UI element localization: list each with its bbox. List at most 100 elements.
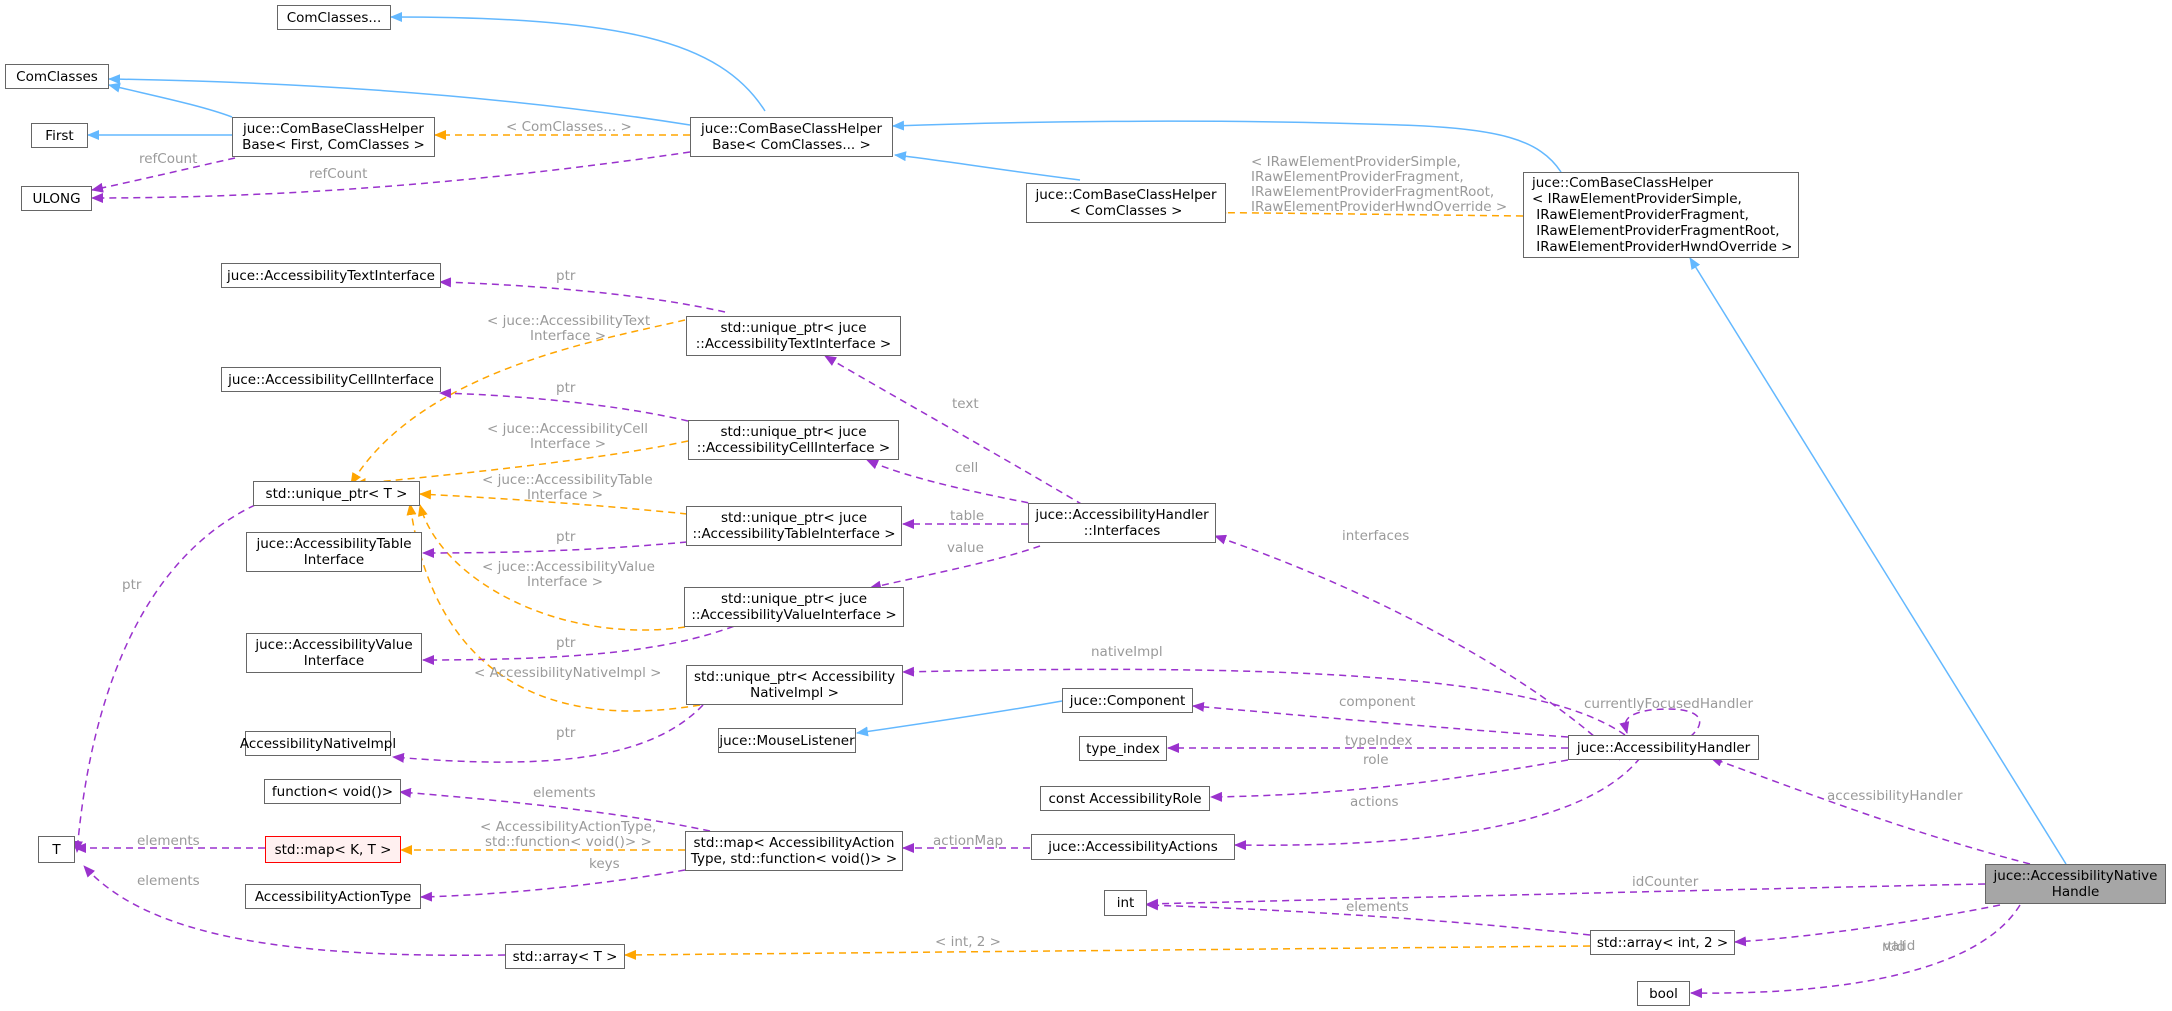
edge-tmpl-value <box>418 504 686 631</box>
edge-label-component: component <box>1339 694 1415 710</box>
edge-use-ptr-value <box>422 621 746 665</box>
edge-label-idcounter: idCounter <box>1632 874 1699 890</box>
node-action-type[interactable]: AccessibilityActionType <box>245 884 421 909</box>
node-helper-base-dots[interactable]: juce::ComBaseClassHelper Base< ComClasse… <box>690 117 893 157</box>
edge-label-tmpl-native: < AccessibilityNativeImpl > <box>474 665 661 681</box>
node-int[interactable]: int <box>1104 890 1147 916</box>
edge-label-elements-arr-int: elements <box>1346 899 1409 915</box>
edge-use-keys <box>420 869 686 902</box>
node-accessibility-actions[interactable]: juce::AccessibilityActions <box>1031 834 1235 860</box>
edge-use-role <box>1210 759 1569 802</box>
edge-label-ptr-t: ptr <box>122 577 142 593</box>
node-function-void[interactable]: function< void()> <box>264 779 401 804</box>
node-role[interactable]: const AccessibilityRole <box>1040 786 1210 811</box>
edge-label-current: currentlyFocusedHandler <box>1584 696 1753 712</box>
node-handler-interfaces[interactable]: juce::AccessibilityHandler ::Interfaces <box>1028 503 1216 543</box>
edge-label-refcount-2: refCount <box>309 166 367 182</box>
node-mouse-listener[interactable]: juce::MouseListener <box>718 728 856 753</box>
edge-tmpl-int2 <box>624 945 1591 960</box>
edge-inherit-comclasses-base-dots <box>108 74 691 126</box>
edge-use-nativeimpl <box>902 666 1626 736</box>
node-uptr-native[interactable]: std::unique_ptr< Accessibility NativeImp… <box>686 665 903 705</box>
edge-label-ptr-cell: ptr <box>556 380 576 396</box>
edge-label-tmpl-value-l1: < juce::AccessibilityValue <box>482 559 655 575</box>
node-uptr-cell[interactable]: std::unique_ptr< juce ::AccessibilityCel… <box>688 420 899 460</box>
edge-label-refcount-1: refCount <box>139 151 197 167</box>
node-comclasses[interactable]: ComClasses <box>5 64 109 89</box>
edge-use-current <box>1619 708 1701 738</box>
node-cell-iface[interactable]: juce::AccessibilityCellInterface <box>221 367 441 392</box>
node-bool[interactable]: bool <box>1637 981 1690 1006</box>
edge-tmpl-table <box>419 489 688 515</box>
edge-label-nativeimpl: nativeImpl <box>1091 644 1163 660</box>
node-array-t[interactable]: std::array< T > <box>505 944 625 969</box>
edge-tmpl-text <box>350 319 686 485</box>
edge-label-tmpl-comclasses: < ComClasses... > <box>506 119 632 135</box>
node-comclasses-dots[interactable]: ComClasses... <box>277 5 391 30</box>
edge-use-ptr-cell <box>439 388 689 422</box>
node-t[interactable]: T <box>38 836 75 863</box>
node-uptr-t[interactable]: std::unique_ptr< T > <box>253 481 420 506</box>
node-ulong[interactable]: ULONG <box>21 186 92 211</box>
edge-label-tmpl-text-l2: Interface > <box>530 328 606 344</box>
node-table-iface[interactable]: juce::AccessibilityTable Interface <box>246 532 422 572</box>
node-type-index[interactable]: type_index <box>1079 736 1167 761</box>
edge-use-valid <box>1690 904 2021 999</box>
node-uptr-text[interactable]: std::unique_ptr< juce ::AccessibilityTex… <box>686 316 901 356</box>
edge-label-tmpl-cell-l2: Interface > <box>530 436 606 452</box>
node-helper-comclasses[interactable]: juce::ComBaseClassHelper < ComClasses > <box>1026 183 1226 223</box>
edge-label-actions: actions <box>1350 794 1399 810</box>
edge-use-elements-arr-int <box>1146 900 1591 936</box>
edge-use-elements-arr <box>83 865 506 957</box>
edge-use-actions <box>1234 757 1641 851</box>
edge-use-ptr-native <box>392 704 704 763</box>
node-helper-iraw[interactable]: juce::ComBaseClassHelper < IRawElementPr… <box>1523 172 1799 258</box>
node-text-iface[interactable]: juce::AccessibilityTextInterface <box>221 263 441 288</box>
edge-label-elements-map: elements <box>137 833 200 849</box>
node-value-iface[interactable]: juce::AccessibilityValue Interface <box>246 633 422 673</box>
edge-inherit-helper-iraw <box>892 120 1562 173</box>
node-helper-base-first[interactable]: juce::ComBaseClassHelper Base< First, Co… <box>232 117 435 157</box>
edge-use-rtid <box>1734 904 2001 947</box>
node-uptr-table[interactable]: std::unique_ptr< juce ::AccessibilityTab… <box>686 506 902 546</box>
edge-use-cell <box>866 459 1041 506</box>
node-component[interactable]: juce::Component <box>1062 688 1193 713</box>
edge-inherit-comclasses-base-first <box>108 82 233 118</box>
edge-label-value: value <box>947 540 984 556</box>
edge-use-text <box>824 355 1084 506</box>
edge-label-tmpl-iraw: < IRawElementProviderSimple, IRawElementP… <box>1251 154 1507 215</box>
node-map-kt[interactable]: std::map< K, T > <box>265 836 401 863</box>
edge-label-actionmap: actionMap <box>933 833 1003 849</box>
edge-use-component <box>1192 701 1569 738</box>
node-first[interactable]: First <box>31 123 88 148</box>
edge-label-ptr-native: ptr <box>556 725 576 741</box>
edge-inherit-comclassesdots <box>390 12 766 112</box>
edge-label-tmpl-text-l1: < juce::AccessibilityText <box>487 313 650 329</box>
edge-use-ptr-table <box>422 541 688 558</box>
edge-tmpl-native <box>406 503 701 712</box>
edge-label-ptr-value: ptr <box>556 635 576 651</box>
node-array-int2[interactable]: std::array< int, 2 > <box>1590 930 1735 955</box>
node-uptr-value[interactable]: std::unique_ptr< juce ::AccessibilityVal… <box>684 587 904 627</box>
node-accessibility-handler[interactable]: juce::AccessibilityHandler <box>1568 735 1759 760</box>
node-native-handle[interactable]: juce::AccessibilityNative Handle <box>1985 864 2166 904</box>
edge-inherit-mouse-listener <box>856 700 1063 737</box>
edge-use-refcount-2 <box>91 151 691 203</box>
edge-label-tmpl-iraw-l1: < IRawElementProviderSimple, <box>1251 154 1461 170</box>
edge-inherit-native-handle <box>1689 257 2067 865</box>
edge-label-tmpl-map: < AccessibilityActionType,std::function<… <box>480 819 656 850</box>
edge-label-tmpl-iraw-l3: IRawElementProviderFragmentRoot, <box>1251 184 1494 200</box>
edge-use-ptr-t <box>72 504 256 853</box>
edge-use-refcount-1 <box>91 157 236 193</box>
edge-label-tmpl-iraw-l4: IRawElementProviderHwndOverride > <box>1251 199 1507 215</box>
edge-label-typeindex: typeIndex <box>1345 733 1412 749</box>
node-map-action[interactable]: std::map< AccessibilityAction Type, std:… <box>685 831 903 871</box>
edge-label-tmpl-map-l1: < AccessibilityActionType, <box>480 819 656 835</box>
edge-label-tmpl-map-l2: std::function< void()> > <box>485 834 652 850</box>
node-native-impl[interactable]: AccessibilityNativeImpl <box>240 731 396 756</box>
edge-label-interfaces: interfaces <box>1342 528 1409 544</box>
edge-label-tmpl-int2: < int, 2 > <box>935 934 1001 950</box>
